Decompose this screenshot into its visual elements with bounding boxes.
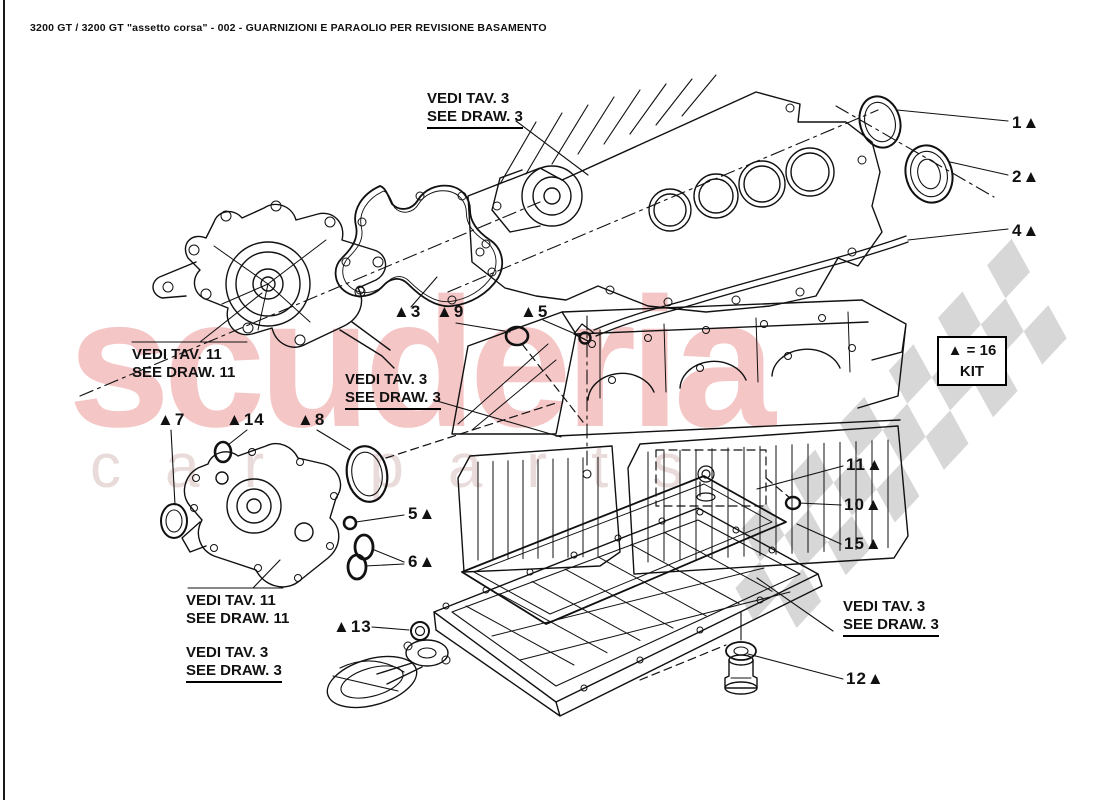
o-ring-part-10	[784, 495, 802, 511]
seal-part-2	[904, 144, 954, 204]
page-left-border	[3, 0, 5, 800]
timing-gasket-drawing	[334, 184, 504, 308]
callout-oil-pickup: VEDI TAV. 3 SEE DRAW. 3	[186, 644, 282, 683]
part-label-8: ▲8	[297, 410, 326, 429]
seal-part-7	[160, 503, 188, 539]
o-ring-part-9	[504, 325, 530, 347]
part-label-15: 15▲	[844, 534, 883, 553]
callout-line: SEE DRAW. 3	[427, 108, 523, 129]
part-label-7: ▲7	[157, 410, 186, 429]
drain-plug-drawing	[724, 611, 758, 695]
o-ring-part-13	[410, 621, 430, 641]
diagram-title: 3200 GT / 3200 GT "assetto corsa" - 002 …	[30, 22, 547, 34]
part-label-13: ▲13	[333, 617, 372, 636]
part-label-1: 1▲	[1012, 113, 1041, 132]
callout-line: SEE DRAW. 3	[843, 616, 939, 637]
callout-line: VEDI TAV. 3	[427, 90, 510, 107]
part-label-6: 6▲	[408, 552, 437, 571]
engine-block-drawing	[451, 299, 909, 575]
part-label-3: ▲3	[393, 302, 422, 321]
oil-pan-drawing	[433, 507, 823, 717]
part-label-2: 2▲	[1012, 167, 1041, 186]
front-cover-drawing	[181, 442, 342, 588]
callout-line: VEDI TAV. 3	[186, 644, 269, 661]
callout-line: SEE DRAW. 3	[345, 389, 441, 410]
oil-pickup-drawing	[326, 621, 451, 709]
part-label-9: ▲9	[436, 302, 465, 321]
center-lines	[79, 105, 995, 469]
water-pump-drawing	[152, 200, 395, 369]
scuderia-watermark: scuderia	[68, 259, 776, 465]
callout-water-pump-upper: VEDI TAV. 11 SEE DRAW. 11	[132, 346, 235, 383]
callout-front-cover-lower: VEDI TAV. 11 SEE DRAW. 11	[186, 592, 289, 629]
callout-line: SEE DRAW. 3	[186, 662, 282, 683]
callout-line: VEDI TAV. 11	[186, 592, 276, 609]
part-label-4: 4▲	[1012, 221, 1041, 240]
hidden-lines	[385, 343, 791, 681]
head-gasket-drawing	[573, 235, 909, 342]
callout-line: VEDI TAV. 3	[843, 598, 926, 615]
part-label-14: ▲14	[226, 410, 265, 429]
callout-oil-pan-right: VEDI TAV. 3 SEE DRAW. 3	[843, 598, 939, 637]
seal-part-1	[858, 95, 902, 149]
seal-part-5-top	[578, 331, 592, 345]
pan-gasket-drawing	[461, 475, 787, 625]
part-label-5-top: ▲5	[520, 302, 549, 321]
kit-legend-box: ▲ = 16 KIT	[937, 336, 1007, 386]
kit-legend-line2: KIT	[959, 363, 985, 380]
callout-line: SEE DRAW. 11	[132, 364, 236, 382]
leader-lines	[131, 109, 1009, 692]
callout-line: VEDI TAV. 3	[345, 371, 428, 388]
o-ring-part-6b	[346, 553, 368, 581]
callout-block-mid: VEDI TAV. 3 SEE DRAW. 3	[345, 371, 441, 410]
kit-legend-line1: ▲ = 16	[947, 342, 997, 359]
part-label-11: 11▲	[846, 455, 884, 474]
seal-part-8	[345, 445, 389, 503]
o-ring-part-14	[213, 440, 233, 464]
callout-head-top: VEDI TAV. 3 SEE DRAW. 3	[427, 90, 523, 129]
callout-line: VEDI TAV. 11	[132, 346, 222, 363]
o-ring-part-5-side	[342, 515, 358, 531]
part-label-12: 12▲	[846, 669, 885, 688]
part-label-10: 10▲	[844, 495, 883, 514]
part-label-5-side: 5▲	[408, 504, 437, 523]
callout-line: SEE DRAW. 11	[186, 610, 290, 628]
cylinder-head-drawing	[467, 74, 883, 313]
